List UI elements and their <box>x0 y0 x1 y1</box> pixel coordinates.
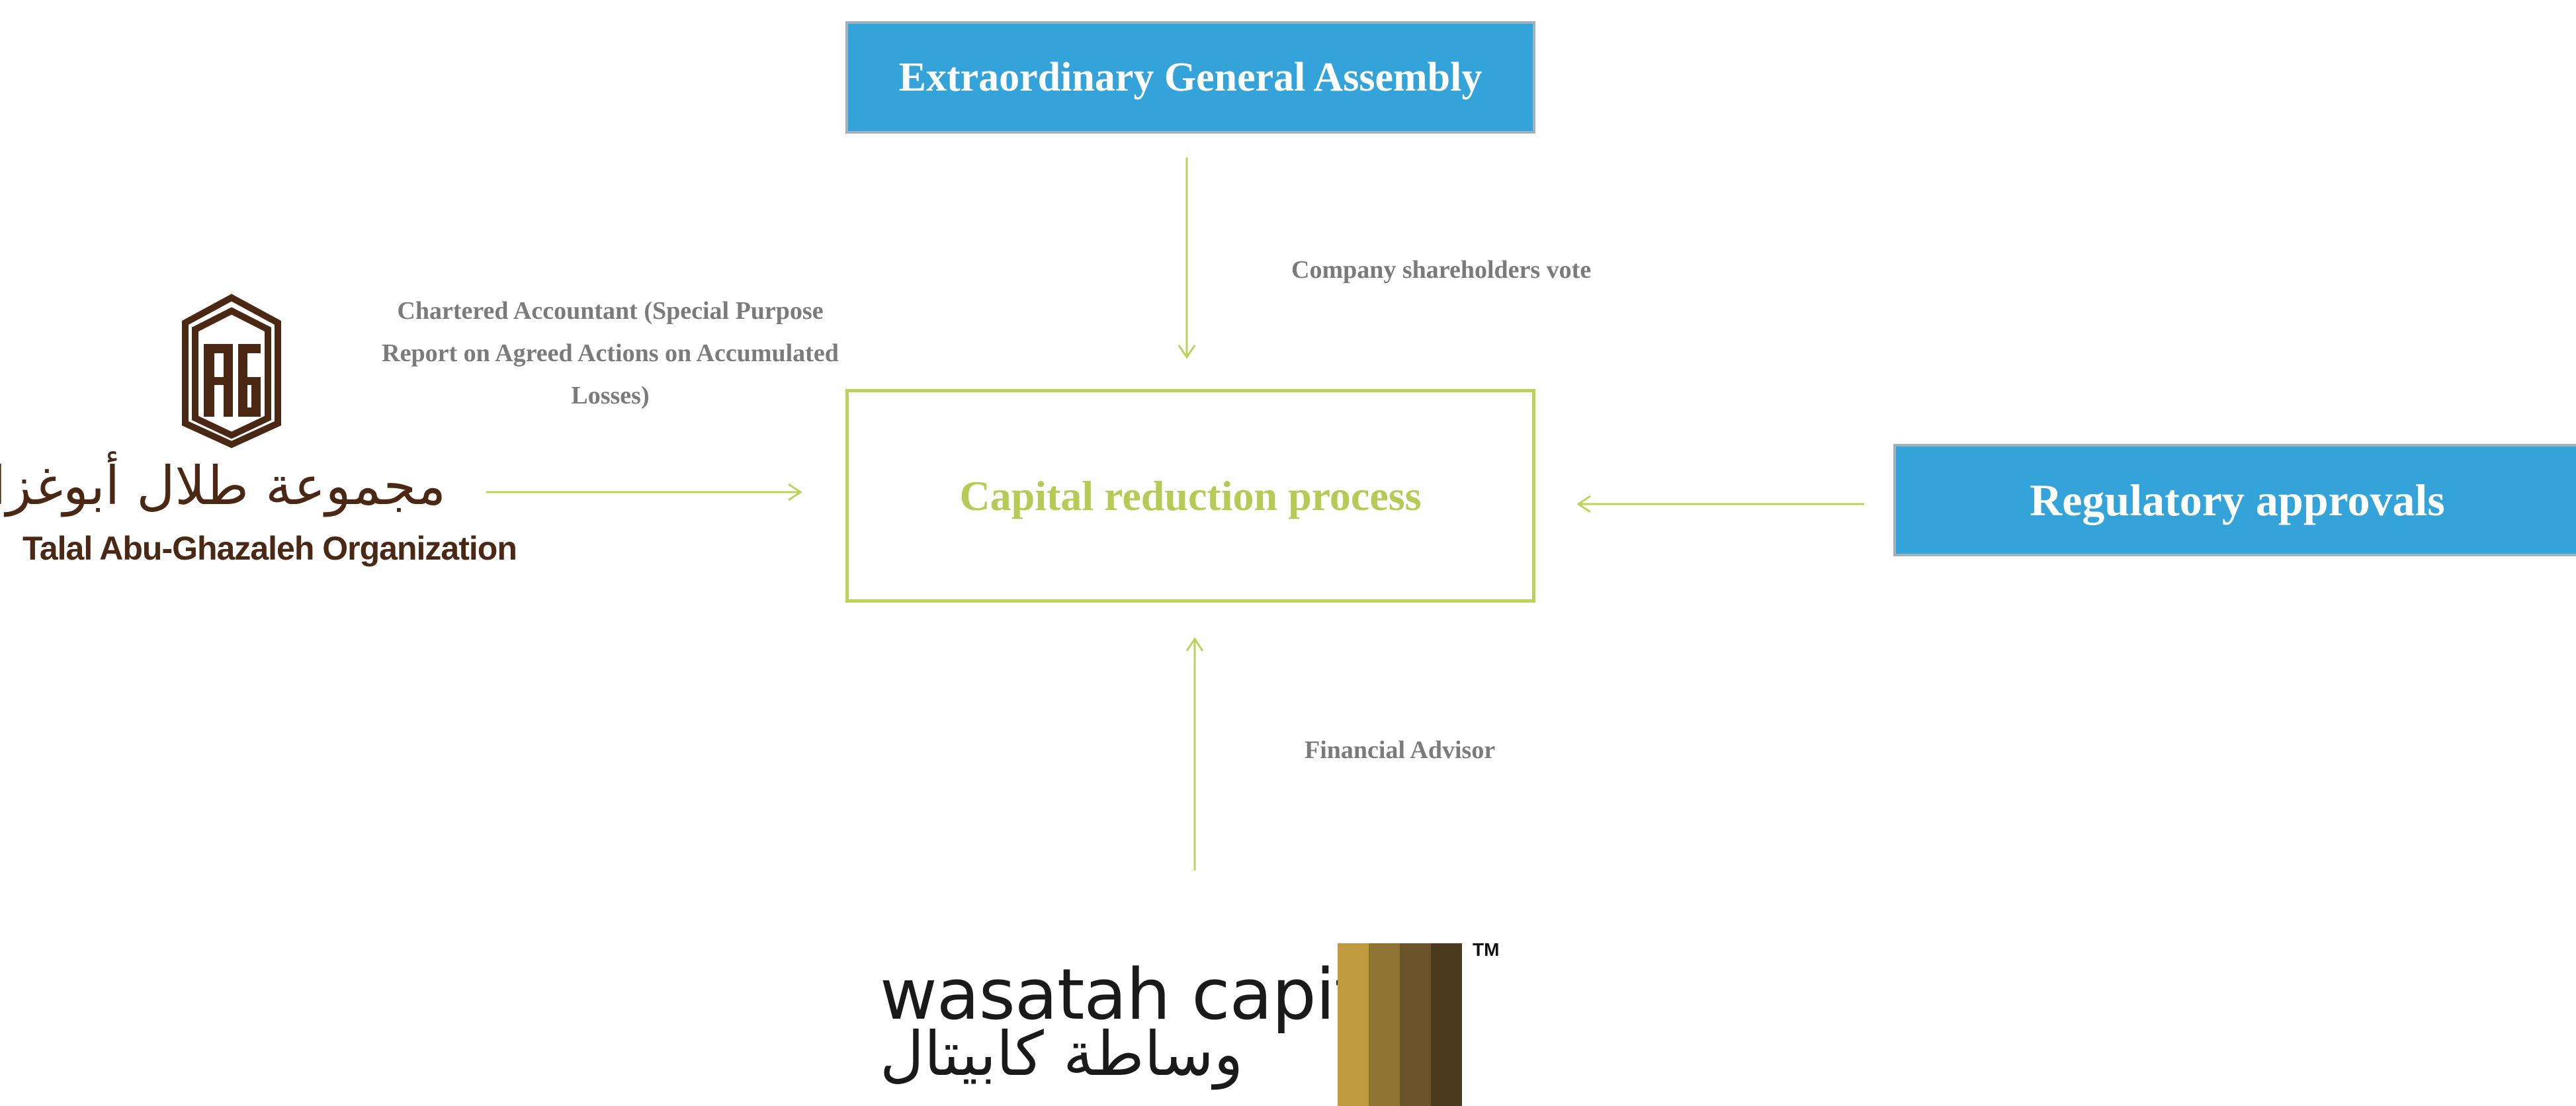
wasatah-stripe <box>1369 943 1400 1106</box>
tag-english-name: Talal Abu-Ghazaleh Organization <box>22 530 517 567</box>
tag-emblem-icon <box>182 294 281 448</box>
capital-reduction-process-node: Capital reduction process <box>845 389 1535 603</box>
capital-reduction-process-label: Capital reduction process <box>959 472 1422 519</box>
extraordinary-general-assembly-node: Extraordinary General Assembly <box>845 21 1535 134</box>
shareholders-vote-label: Company shareholders vote <box>1291 256 1592 284</box>
tag-arabic-name: مجموعة طلال أبوغزاله <box>0 455 446 517</box>
trademark-symbol: TM <box>1473 939 1500 960</box>
wasatah-stripe <box>1338 943 1369 1106</box>
financial-advisor-label: Financial Advisor <box>1305 736 1496 764</box>
chartered-accountant-label: Chartered Accountant (Special Purpose Re… <box>382 297 839 409</box>
wasatah-stripe <box>1400 943 1431 1106</box>
wasatah-stripe <box>1431 943 1462 1106</box>
wasatah-english-name: wasatah capital <box>880 954 1423 1035</box>
wasatah-arabic-name: وساطة كابيتال <box>880 1019 1244 1089</box>
regulatory-approvals-node: Regulatory approvals <box>1893 444 2576 556</box>
